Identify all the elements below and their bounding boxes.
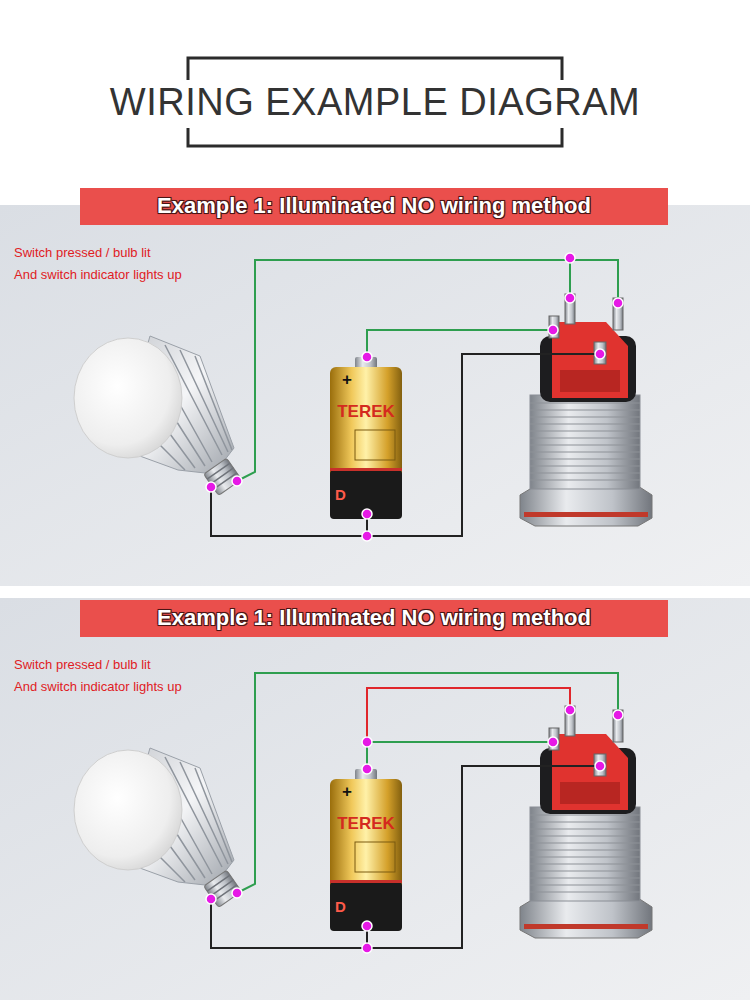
note-text: And switch indicator lights up: [14, 680, 182, 695]
banner-text: Example 1: Illuminated NO wiring method: [157, 605, 591, 630]
battery-brand: TEREK: [337, 402, 395, 422]
battery-size: D: [335, 898, 346, 915]
battery-polarity: +: [342, 370, 352, 390]
example-banner: Example 1: Illuminated NO wiring method: [80, 600, 668, 637]
note-text: Switch pressed / bulb lit: [14, 246, 151, 261]
note-text: And switch indicator lights up: [14, 268, 182, 283]
banner-text: Example 1: Illuminated NO wiring method: [157, 193, 591, 218]
battery-brand: TEREK: [337, 814, 395, 834]
battery-polarity: +: [342, 782, 352, 802]
note-text: Switch pressed / bulb lit: [14, 658, 151, 673]
battery-size: D: [335, 486, 346, 503]
example-banner: Example 1: Illuminated NO wiring method: [80, 188, 668, 225]
page-title: WIRING EXAMPLE DIAGRAM: [110, 81, 640, 125]
